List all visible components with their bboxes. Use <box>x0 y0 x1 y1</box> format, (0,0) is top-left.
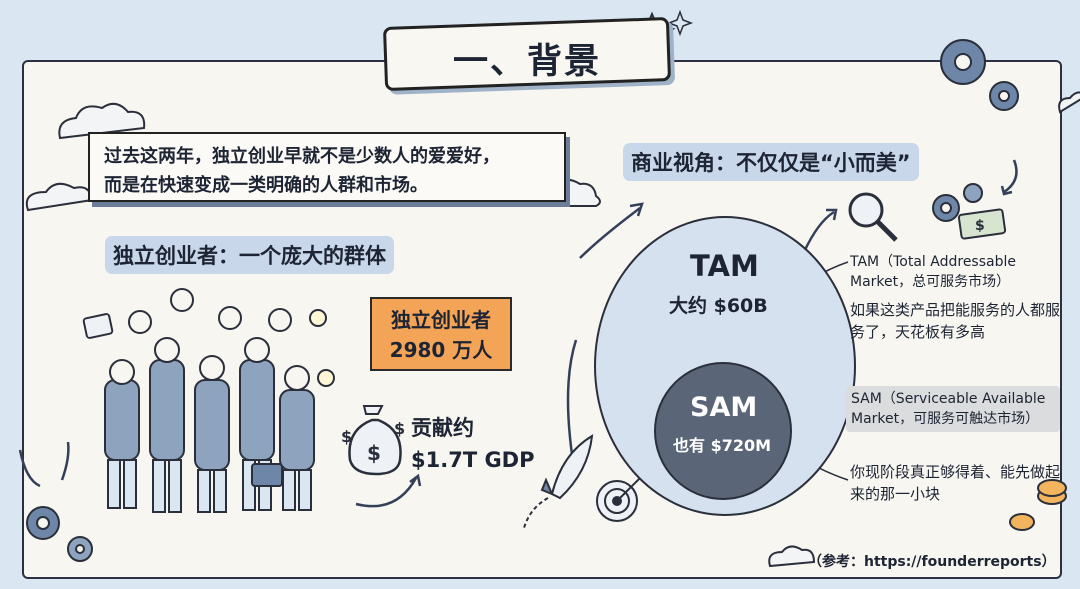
sam-circle <box>654 362 792 500</box>
tam-description: 如果这类产品把能服务的人都服务了，天花板有多高 <box>850 301 1061 341</box>
founder-count-label: 独立创业者 <box>391 308 491 332</box>
intro-line-2: 而是在快速变成一类明确的人群和市场。 <box>104 175 428 196</box>
sam-value: 也有 $720M <box>673 436 772 455</box>
page-title: 一、背景 <box>452 42 601 82</box>
sam-description: 你现阶段真正够得着、能先做起来的那一小块 <box>850 463 1061 503</box>
sam-label: SAM <box>690 392 758 423</box>
intro-line-1: 过去这两年，独立创业早就不是少数人的爱爱好， <box>104 146 500 167</box>
gdp-contribution: 贡献约 $1.7T GDP <box>411 412 535 476</box>
intro-box: 过去这两年，独立创业早就不是少数人的爱爱好， 而是在快速变成一类明确的人群和市场… <box>88 132 566 202</box>
tam-definition: TAM（Total Addressable Market，总可服务市场） <box>850 254 1016 290</box>
tam-label: TAM <box>690 249 759 283</box>
left-section-heading: 独立创业者：一个庞大的群体 <box>105 236 394 274</box>
founder-count-badge: 独立创业者 2980 万人 <box>370 297 512 371</box>
sam-definition: SAM（Serviceable Available Market，可服务可触达市… <box>846 386 1060 432</box>
founder-count-value: 2980 万人 <box>389 338 493 362</box>
gdp-line-2: $1.7T GDP <box>411 448 535 472</box>
title-banner: 一、背景 <box>382 17 672 91</box>
tam-value: 大约 $60B <box>669 295 768 317</box>
gdp-line-1: 贡献约 <box>411 416 474 440</box>
right-section-heading: 商业视角：不仅仅是“小而美” <box>623 143 919 181</box>
reference-link[interactable]: （参考：https://founderreports） <box>808 554 1056 570</box>
